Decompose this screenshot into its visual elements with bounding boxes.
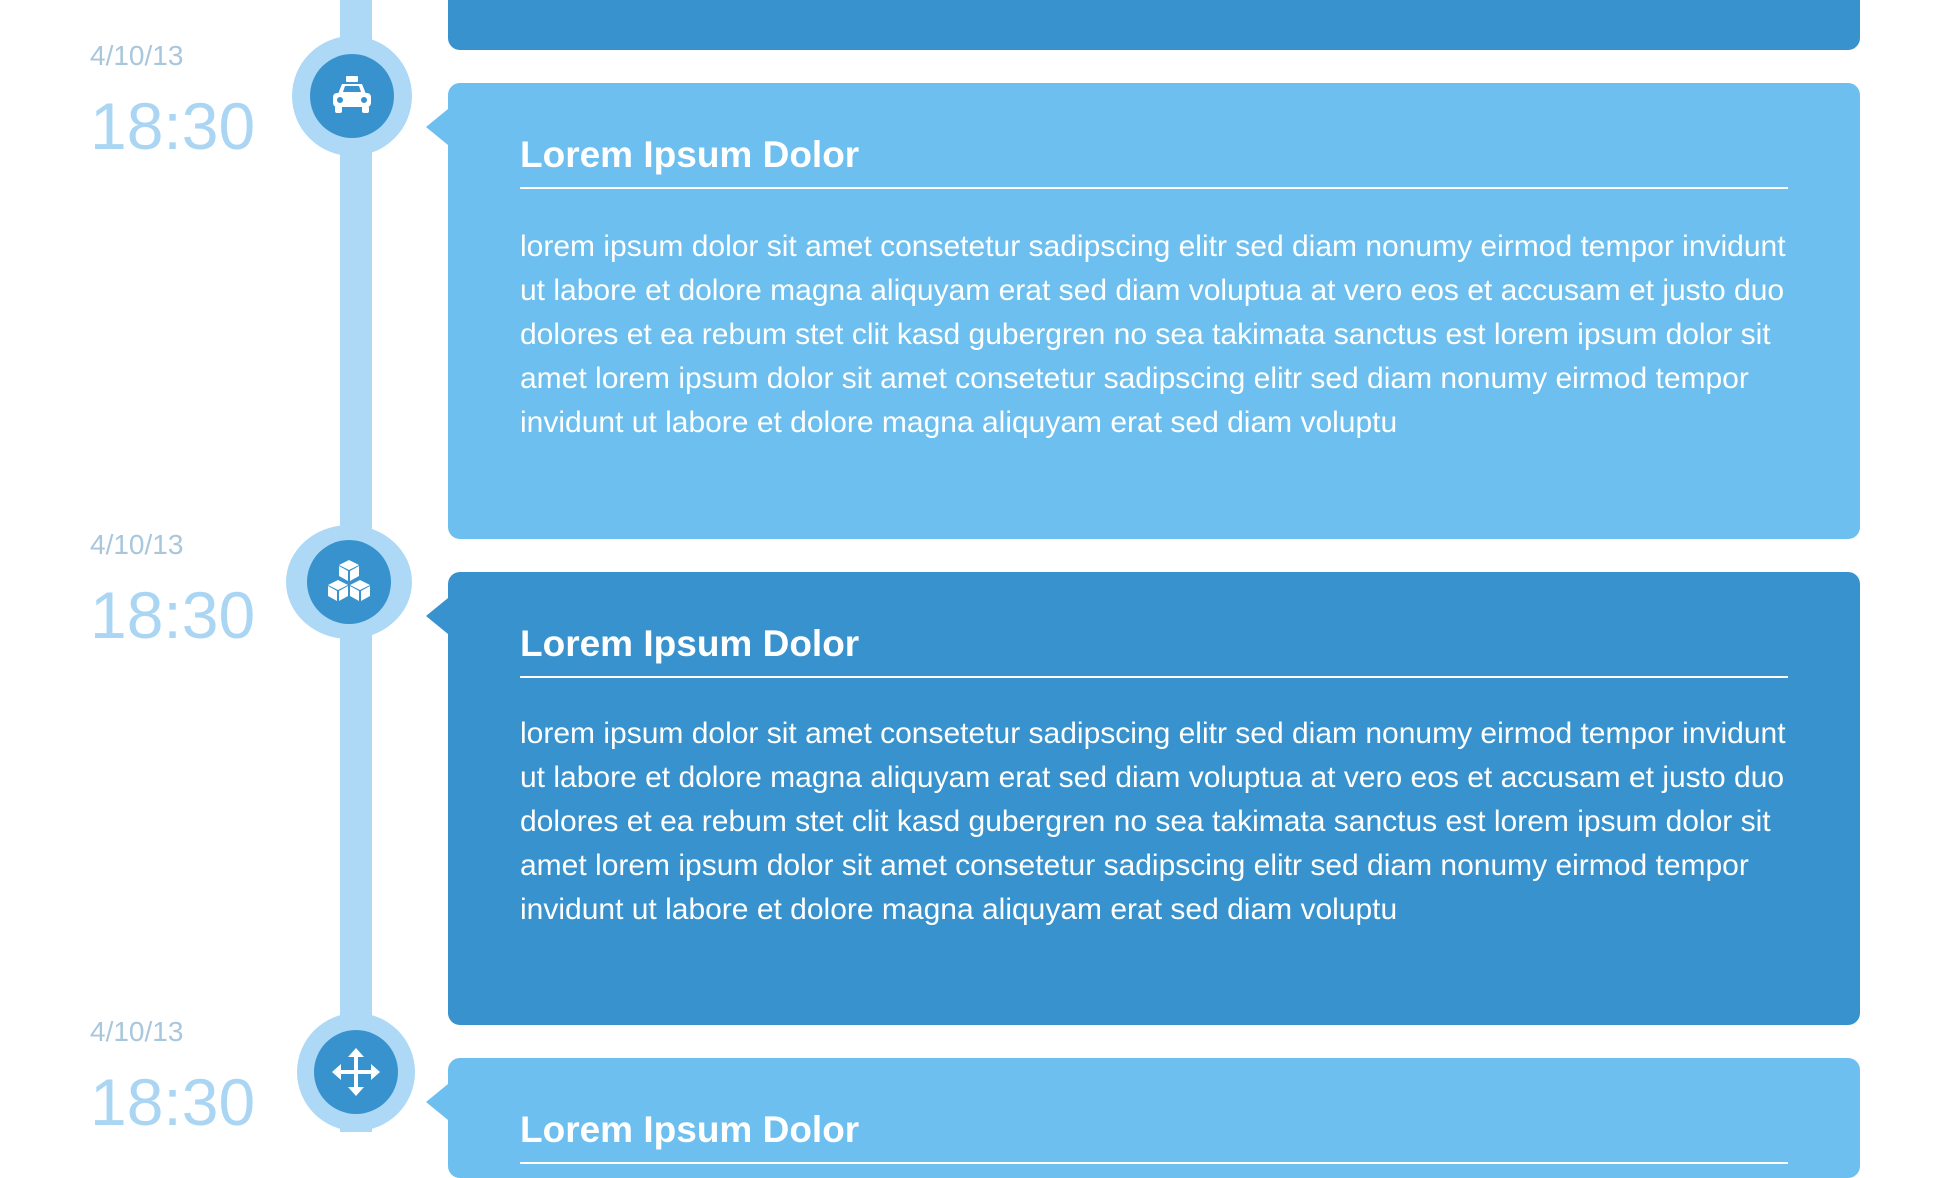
timeline-node [292,36,412,156]
entry-date: 4/10/13 [90,1016,184,1047]
node-icon-circle [310,54,394,138]
entry-date: 4/10/13 [90,40,184,71]
taxi-icon [333,76,371,113]
card-title: Lorem Ipsum Dolor [520,622,1788,679]
timeline-node [297,1013,415,1131]
timeline-card-previous[interactable] [448,0,1860,50]
timeline-card[interactable]: Lorem Ipsum Dolor lorem ipsum dolor sit … [426,83,1860,539]
node-icon-circle [314,1030,398,1114]
timeline: 4/10/13 18:30 Lorem Ipsum Dolor lorem ip… [90,0,1860,1178]
timeline-card[interactable]: Lorem Ipsum Dolor [426,1058,1860,1178]
card-title: Lorem Ipsum Dolor [520,133,1788,190]
cubes-icon [328,560,370,601]
card-title: Lorem Ipsum Dolor [520,1108,1788,1165]
move-arrows-icon [332,1048,380,1096]
entry-time: 18:30 [90,89,256,163]
card-body: lorem ipsum dolor sit amet consetetur sa… [520,230,1786,440]
card-body: lorem ipsum dolor sit amet consetetur sa… [520,717,1786,927]
node-icon-circle [307,540,391,624]
entry-time: 18:30 [90,578,256,652]
timeline-card[interactable]: Lorem Ipsum Dolor lorem ipsum dolor sit … [426,572,1860,1025]
entry-date: 4/10/13 [90,529,184,560]
timeline-node [286,525,412,639]
entry-time: 18:30 [90,1065,256,1139]
